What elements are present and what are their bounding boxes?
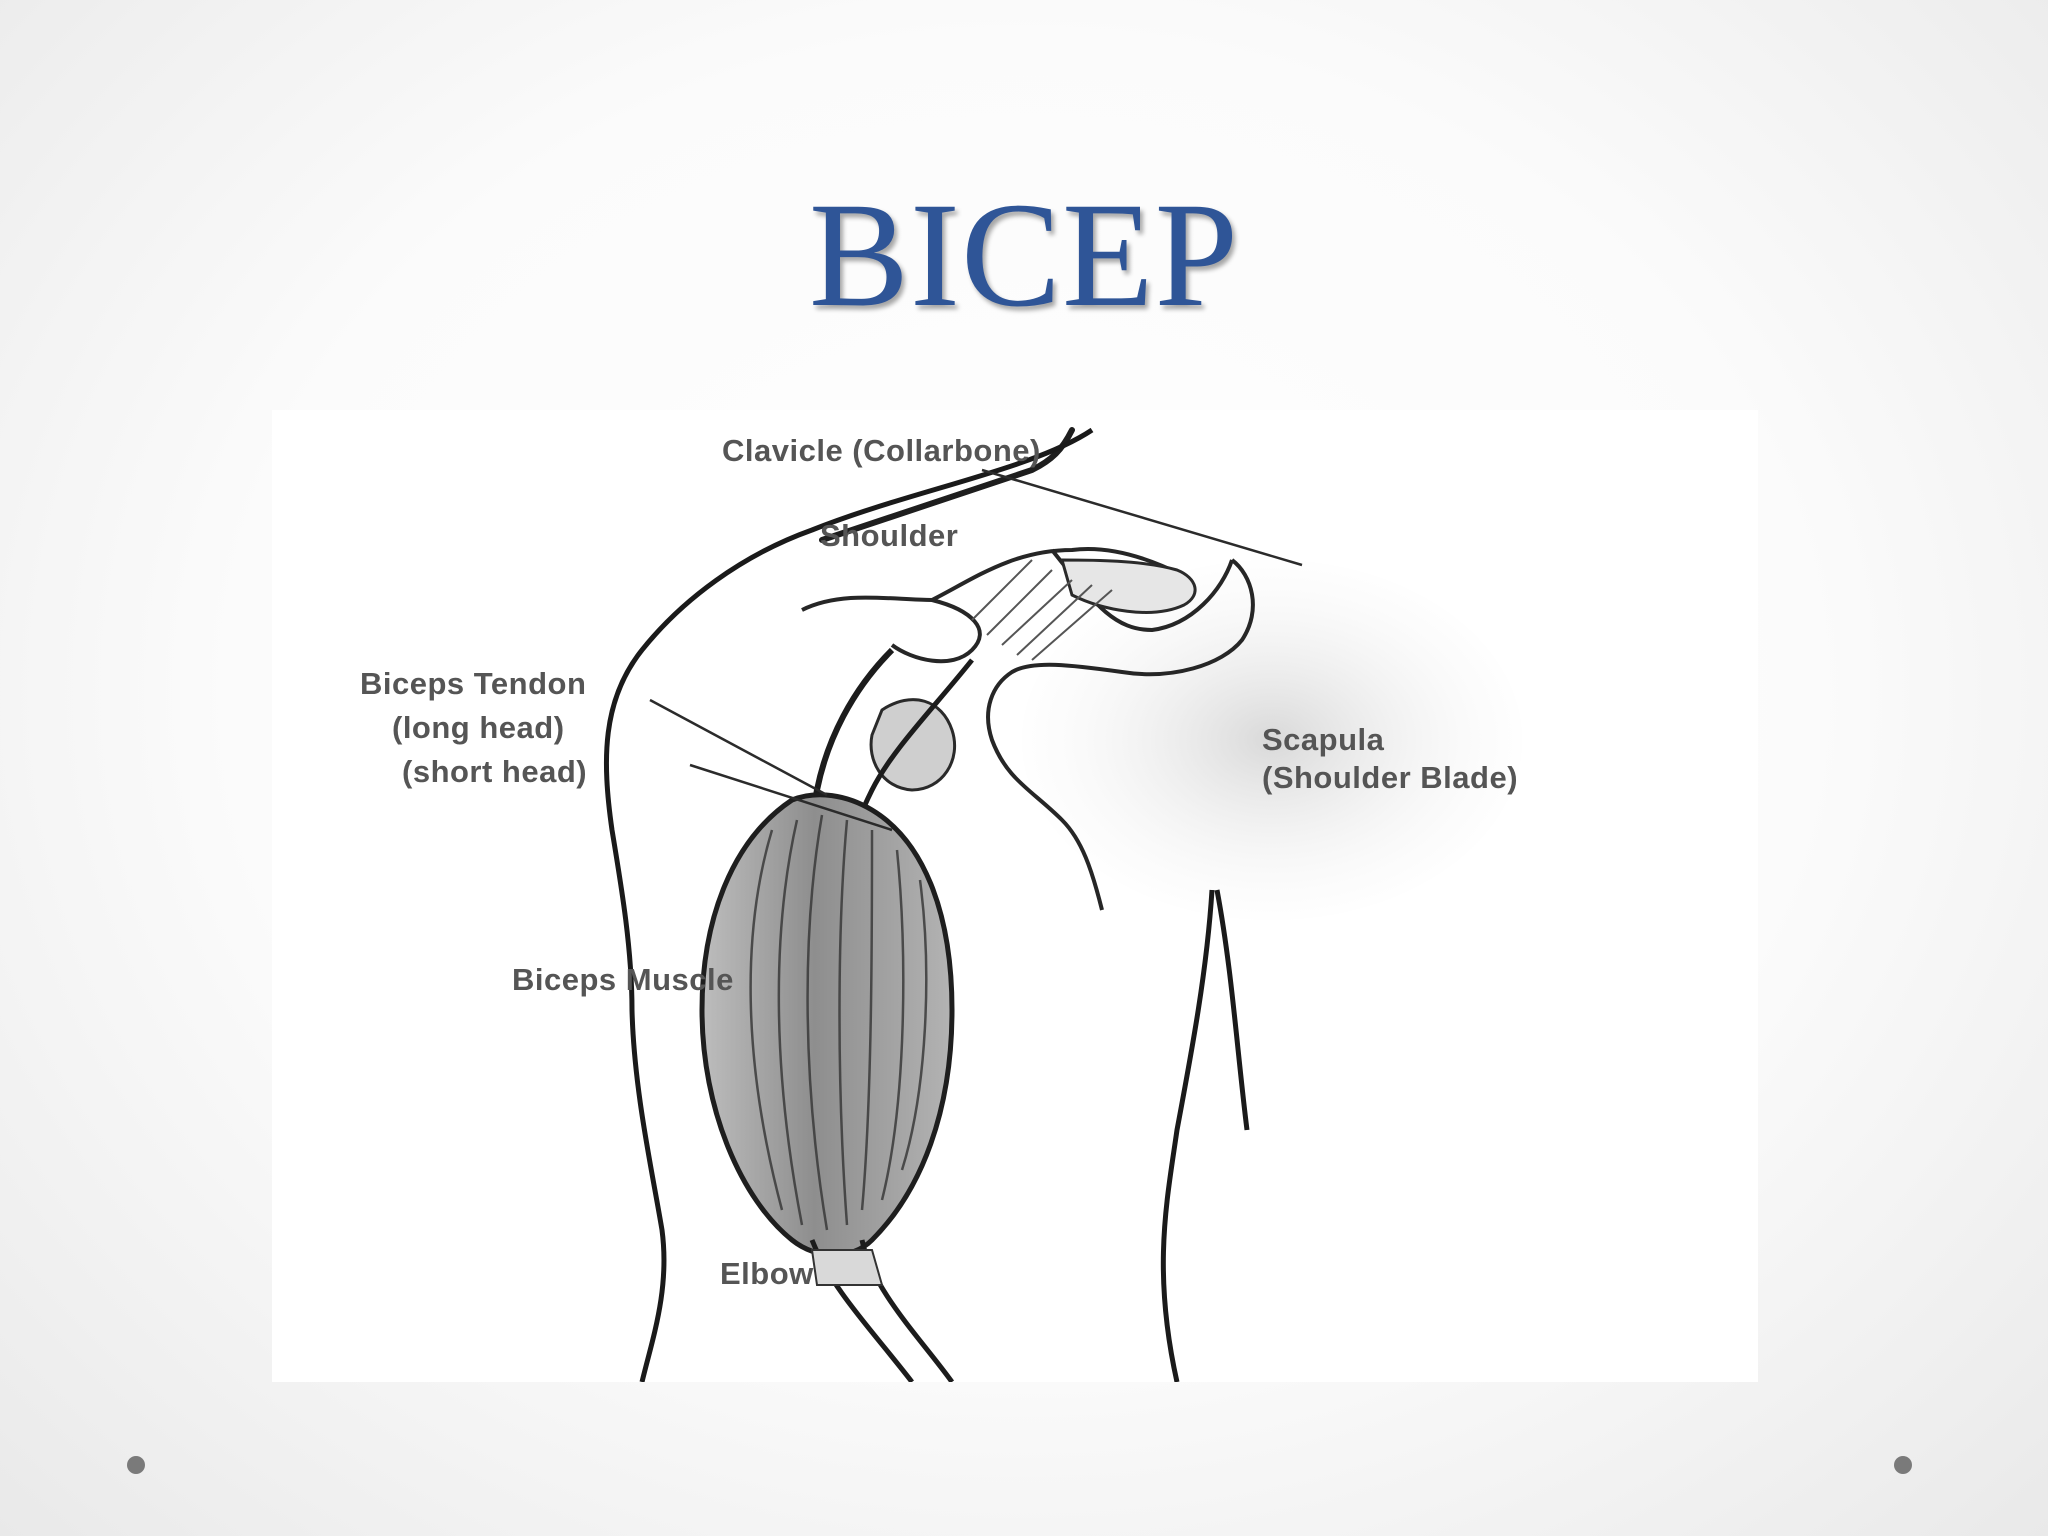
label-biceps-muscle: Biceps Muscle bbox=[512, 962, 734, 997]
scapula-bone bbox=[801, 547, 1255, 911]
long-head-leader-line bbox=[649, 698, 828, 797]
label-elbow: Elbow bbox=[720, 1256, 814, 1291]
leader-lines bbox=[649, 468, 1303, 832]
slide-title: BICEP bbox=[808, 172, 1240, 338]
arm-outline-inner bbox=[1160, 889, 1215, 1382]
bicep-diagram-drawing bbox=[603, 427, 1522, 1382]
scapula-shading bbox=[1022, 560, 1522, 920]
muscle-striations bbox=[749, 814, 928, 1231]
label-clavicle: Clavicle (Collarbone) bbox=[722, 433, 1041, 468]
label-biceps-tendon: Biceps Tendon bbox=[360, 666, 587, 701]
brachialis-line bbox=[1214, 889, 1250, 1131]
short-head-leader-line bbox=[689, 763, 893, 832]
ligament-lines bbox=[971, 559, 1113, 661]
label-shoulder: Shoulder bbox=[820, 518, 959, 553]
aponeurosis bbox=[810, 1249, 884, 1286]
clavicle-bone bbox=[819, 427, 1075, 543]
slide-bullet-decoration-right bbox=[1894, 1456, 1912, 1474]
bicep-diagram: Clavicle (Collarbone) Shoulder Biceps Te… bbox=[272, 410, 1758, 1382]
slide-bullet-decoration-left bbox=[127, 1456, 145, 1474]
humerus-head bbox=[869, 698, 957, 792]
clavicle-leader-line bbox=[981, 468, 1303, 567]
label-long-head: (long head) bbox=[392, 710, 565, 745]
arm-outline-outer bbox=[603, 427, 1094, 1382]
label-short-head: (short head) bbox=[402, 754, 588, 789]
label-scapula: Scapula bbox=[1262, 722, 1385, 757]
biceps-muscle-belly bbox=[699, 792, 955, 1258]
acromion bbox=[1060, 558, 1197, 614]
label-shoulder-blade: (Shoulder Blade) bbox=[1262, 760, 1519, 795]
